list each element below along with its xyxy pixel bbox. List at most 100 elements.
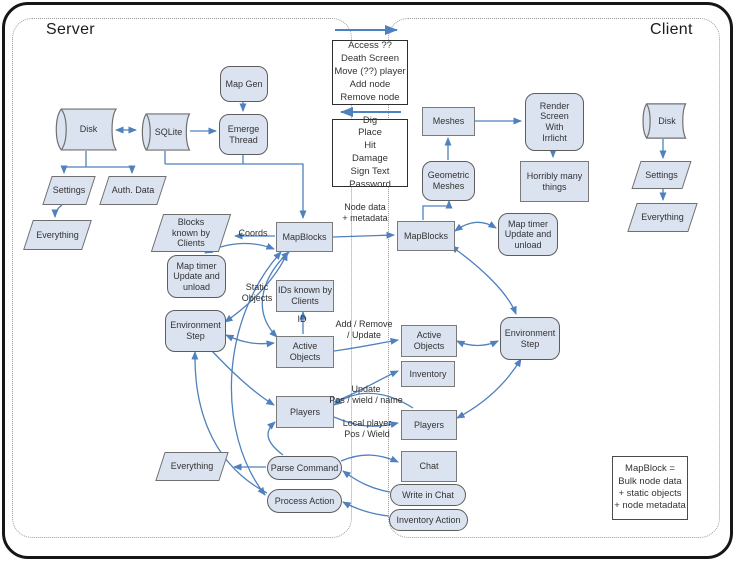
map-timer-client-label: Map timer Update and unload (504, 218, 552, 250)
arrow-updatepos-client-server (333, 392, 414, 409)
edge-label-id: ID (297, 314, 307, 324)
map-gen-node: Map Gen (220, 66, 268, 102)
active-objects-server-label: Active Objects (289, 341, 321, 362)
render-screen-node: Render Screen With Irrlicht (525, 93, 584, 151)
active-objects-server-node: Active Objects (276, 336, 334, 368)
edge-label-add-remove: Add / Remove / Update (335, 319, 393, 340)
parse-command-node: Parse Command (267, 456, 342, 480)
arrow-db-mapblocks (165, 163, 307, 219)
players-server-label: Players (289, 406, 320, 417)
arrow-writechat-parsecommand (342, 470, 391, 493)
meshes-label: Meshes (432, 116, 465, 127)
inventory-label: Inventory (409, 368, 447, 379)
meshes-node: Meshes (422, 107, 475, 136)
server-to-client-message-list: Access ?? Death Screen Move (??) player … (334, 40, 406, 103)
disk-server-node: Disk (52, 108, 118, 151)
arrow-players-inventory (333, 370, 399, 403)
mapblock-legend-box: MapBlock = Bulk node data + static objec… (612, 456, 688, 520)
disk-server-label: Disk (79, 124, 98, 135)
settings-client-label: Settings (645, 169, 678, 180)
parse-command-label: Parse Command (270, 462, 339, 473)
mapblocks-server-label: MapBlocks (282, 231, 327, 242)
arrow-envstep-activeobjects (225, 334, 275, 348)
geometric-meshes-label: Geometric Meshes (427, 170, 470, 191)
mapblocks-server-node: MapBlocks (276, 222, 333, 252)
arrow-activeobjects-server-client (333, 337, 399, 352)
map-gen-label: Map Gen (225, 78, 263, 89)
environment-step-client-node: Environment Step (500, 317, 560, 360)
write-in-chat-label: Write in Chat (402, 489, 454, 500)
arrow-envstepC-playersC (456, 358, 522, 419)
players-server-node: Players (276, 396, 334, 428)
edge-label-static-objects: Static Objects (241, 282, 273, 303)
sqlite-node: SQLite (139, 113, 191, 151)
everything-left-node: Everything (21, 220, 94, 250)
arrow-envstepC-activeobjectsC (456, 340, 499, 348)
chat-node: Chat (401, 451, 457, 482)
arrow-disk-settings (60, 165, 86, 174)
arrow-localplayer-server-client (333, 416, 399, 429)
arrow-parsecommand-chat (340, 454, 399, 463)
sqlite-cylinder-shape (139, 113, 191, 151)
mapblocks-client-label: MapBlocks (403, 230, 448, 241)
ids-known-node: IDs known by Clients (276, 280, 334, 312)
client-region-boundary (388, 18, 720, 538)
client-region-label: Client (650, 21, 693, 38)
arrow-settings-everything (51, 204, 63, 218)
inventory-action-label: Inventory Action (396, 514, 461, 525)
everything-client-label: Everything (641, 212, 684, 223)
edge-label-update-pos: Update Pos / wield / name (329, 384, 403, 405)
auth-data-node: Auth. Data (97, 176, 169, 205)
arrow-mapblocksC-maptimerC (454, 221, 497, 232)
environment-step-client-label: Environment Step (504, 327, 556, 349)
emerge-thread-node: Emerge Thread (219, 114, 268, 155)
blocks-known-label: Blocks known by Clients (171, 217, 211, 249)
process-action-node: Process Action (267, 489, 342, 513)
server-region-boundary (12, 18, 352, 538)
sqlite-label: SQLite (154, 126, 183, 137)
horribly-many-things-node: Horribly many things (520, 161, 589, 202)
mapblock-legend-text: MapBlock = Bulk node data + static objec… (614, 463, 686, 512)
arrow-mapblocks-processaction (230, 251, 282, 496)
horribly-many-things-label: Horribly many things (526, 170, 583, 192)
write-in-chat-node: Write in Chat (390, 484, 466, 506)
inventory-node: Inventory (401, 361, 455, 387)
arrow-mapblocksC-envstepC (450, 245, 517, 315)
environment-step-server-node: Environment Step (165, 310, 226, 352)
everything-left-label: Everything (36, 229, 79, 240)
arrow-disk-authdata (86, 165, 136, 174)
everything-server-bottom-label: Everything (170, 461, 214, 472)
settings-server-label: Settings (52, 185, 86, 196)
arrow-mapblocks-server-client (332, 231, 395, 239)
disk-client-label: Disk (658, 115, 676, 126)
environment-step-server-label: Environment Step (170, 320, 221, 341)
settings-client-node: Settings (629, 161, 694, 189)
edge-label-coords: Coords (238, 228, 268, 238)
settings-server-node: Settings (40, 176, 98, 205)
disk-cylinder-shape (640, 103, 687, 139)
chat-label: Chat (419, 461, 439, 472)
blocks-known-node: Blocks known by Clients (150, 214, 232, 252)
render-screen-label: Render Screen With Irrlicht (539, 100, 570, 143)
geometric-meshes-node: Geometric Meshes (422, 161, 475, 201)
disk-client-node: Disk (640, 103, 687, 139)
edge-label-node-data: Node data + metadata (342, 202, 388, 223)
auth-data-label: Auth. Data (111, 185, 155, 196)
arrow-inventoryaction-processaction (342, 501, 390, 517)
active-objects-client-node: Active Objects (401, 325, 457, 357)
players-client-label: Players (413, 419, 444, 430)
client-to-server-message-box: Dig Place Hit Damage Sign Text Password (332, 115, 408, 190)
players-client-node: Players (401, 410, 457, 440)
edge-label-local-player: Local player Pos / Wield (342, 418, 392, 439)
arrow-processaction-envstep (191, 351, 268, 494)
disk-cylinder-shape (52, 108, 118, 151)
active-objects-client-label: Active Objects (413, 330, 445, 351)
server-region-label: Server (46, 21, 95, 38)
arrow-mapblocks-geommeshes (422, 200, 453, 220)
client-to-server-message-list: Dig Place Hit Damage Sign Text Password (349, 114, 391, 190)
server-to-client-message-box: Access ?? Death Screen Move (??) player … (332, 40, 408, 105)
arrow-envstep-players (211, 350, 275, 406)
mapblocks-client-node: MapBlocks (397, 221, 455, 251)
